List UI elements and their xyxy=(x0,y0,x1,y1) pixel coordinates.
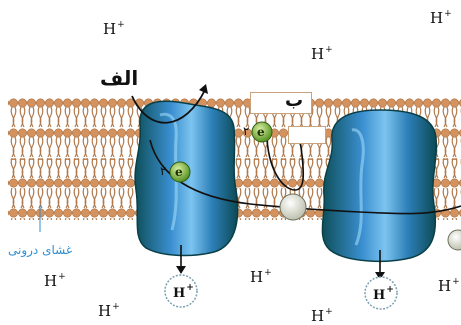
membrane-label: غشای درونی xyxy=(8,244,72,256)
label-a: الف xyxy=(100,68,138,88)
proton-label: H+ xyxy=(44,273,66,289)
proton-label: H+ xyxy=(311,46,333,62)
electron-top-label: e xyxy=(257,126,265,138)
label-box-empty xyxy=(288,126,326,144)
electron-top-count: ۲ xyxy=(243,125,249,137)
proton-label: H+ xyxy=(103,21,125,37)
electron-left-count: ۲ xyxy=(160,165,166,177)
mobile-carrier-ball xyxy=(280,194,306,220)
label-b: ب xyxy=(285,92,303,110)
proton-label: H+ xyxy=(250,269,272,285)
proton-label: H+ xyxy=(430,10,452,26)
proton-label: H+ xyxy=(438,278,460,294)
protein-complex-right xyxy=(322,110,436,261)
electron-left-label: e xyxy=(175,166,183,178)
proton-in-circle-right: H+ xyxy=(373,286,394,302)
proton-label: H+ xyxy=(98,303,120,319)
proton-in-circle-left: H+ xyxy=(173,284,194,300)
mobile-carrier-ball-right xyxy=(448,230,461,250)
